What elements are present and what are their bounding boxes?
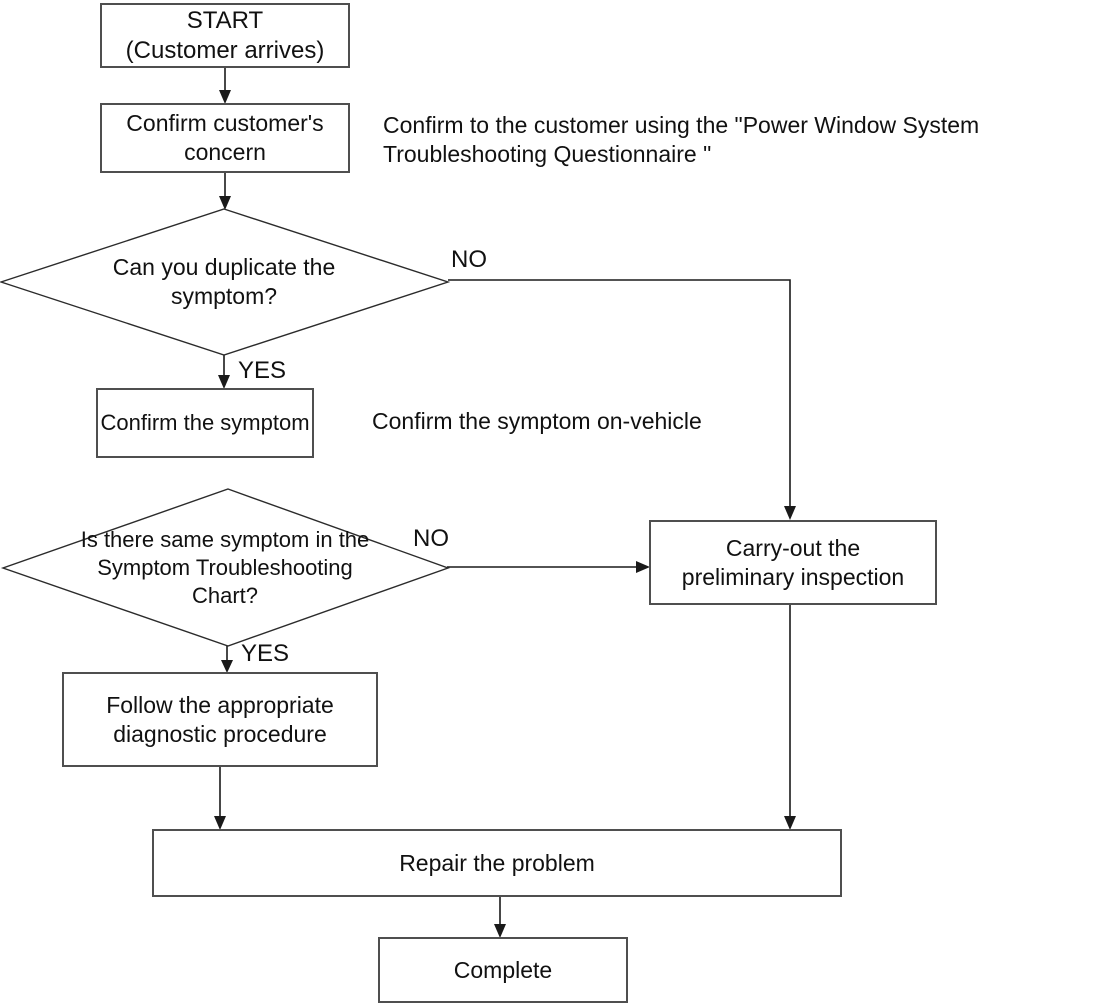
connector-lines bbox=[219, 68, 791, 926]
decision-same-symptom-label: Is there same symptom in the Symptom Tro… bbox=[80, 527, 370, 608]
arrowheads bbox=[214, 90, 796, 938]
annotation-questionnaire: Confirm to the customer using the "Power… bbox=[383, 112, 980, 168]
follow-procedure-node: Follow the appropriate diagnostic proced… bbox=[62, 672, 378, 767]
confirm-concern-node: Confirm customer's concern bbox=[100, 103, 350, 173]
label-no-same: NO bbox=[413, 525, 449, 552]
arrowhead-down-icon bbox=[219, 90, 231, 104]
arrowhead-down-icon bbox=[214, 816, 226, 830]
decision-duplicate-symptom-label: Can you duplicate the symptom? bbox=[112, 254, 336, 310]
label-yes-same: YES bbox=[241, 640, 290, 667]
annotation-on-vehicle: Confirm the symptom on-vehicle bbox=[372, 408, 702, 434]
start-node: START (Customer arrives) bbox=[100, 3, 350, 68]
arrowhead-down-icon bbox=[218, 375, 230, 389]
arrowhead-down-icon bbox=[784, 816, 796, 830]
arrowhead-down-icon bbox=[219, 196, 231, 210]
arrowhead-down-icon bbox=[221, 660, 233, 673]
label-yes-duplicate: YES bbox=[238, 357, 287, 384]
repair-problem-node: Repair the problem bbox=[152, 829, 842, 897]
complete-node: Complete bbox=[378, 937, 628, 1003]
decision-same-symptom-shape bbox=[0, 488, 451, 647]
decision-duplicate-symptom-shape bbox=[0, 208, 451, 356]
label-no-duplicate: NO bbox=[451, 246, 487, 273]
arrowhead-right-icon bbox=[636, 561, 650, 573]
arrowhead-down-icon bbox=[494, 924, 506, 938]
confirm-symptom-node: Confirm the symptom bbox=[96, 388, 314, 458]
arrowhead-down-icon bbox=[784, 506, 796, 520]
carry-out-inspection-node: Carry-out the preliminary inspection bbox=[649, 520, 937, 605]
